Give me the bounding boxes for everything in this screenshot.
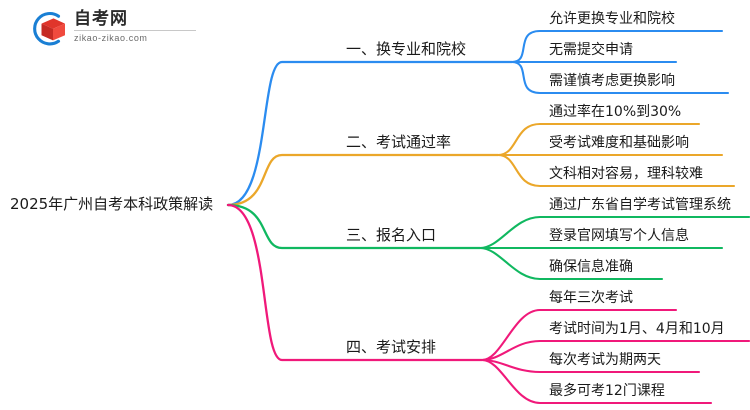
connector-line — [226, 203, 484, 362]
connector-line — [480, 339, 750, 362]
logo-text: 自考网 zikao-zikao.com — [74, 9, 224, 45]
leaf-label-4-1: 每年三次考试 — [549, 290, 633, 306]
leaf-label-4-3: 每次考试为期两天 — [549, 352, 661, 368]
branch-label-3: 三、报名入口 — [346, 226, 437, 244]
logo-url: zikao-zikao.com — [74, 33, 148, 43]
graduation-book-logo-icon — [28, 10, 68, 48]
logo-name: 自考网 — [74, 9, 128, 29]
site-logo: 自考网 zikao-zikao.com — [28, 8, 228, 50]
connector-line — [478, 215, 750, 250]
branch-label-2: 二、考试通过率 — [346, 133, 452, 151]
leaf-label-3-1: 通过广东省自学考试管理系统 — [549, 197, 731, 213]
leaf-label-1-3: 需谨慎考虑更换影响 — [549, 73, 675, 89]
connector-line — [226, 203, 482, 250]
leaf-label-2-2: 受考试难度和基础影响 — [549, 135, 689, 151]
leaf-label-2-1: 通过率在10%到30% — [549, 104, 682, 120]
connector-line — [480, 358, 713, 405]
branch-label-1: 一、换专业和院校 — [346, 40, 467, 58]
connector-line — [510, 29, 724, 64]
leaf-label-1-1: 允许更换专业和院校 — [549, 11, 675, 27]
connector-line — [226, 60, 514, 207]
root-node-label: 2025年广州自考本科政策解读 — [10, 195, 214, 213]
leaf-label-2-3: 文科相对容易，理科较难 — [549, 166, 703, 182]
leaf-label-1-2: 无需提交申请 — [549, 42, 633, 58]
branch-label-4: 四、考试安排 — [346, 338, 437, 356]
leaf-label-3-2: 登录官网填写个人信息 — [549, 228, 689, 244]
leaf-label-4-2: 考试时间为1月、4月和10月 — [549, 321, 725, 337]
logo-divider — [74, 30, 196, 31]
connector-line — [480, 308, 678, 362]
connector-line — [510, 60, 730, 95]
leaf-label-3-3: 确保信息准确 — [549, 259, 633, 275]
leaf-label-4-4: 最多可考12门课程 — [549, 383, 665, 399]
connector-line — [226, 153, 500, 207]
connector-line — [478, 246, 664, 281]
connector-line — [496, 153, 736, 188]
connector-line — [496, 122, 701, 157]
